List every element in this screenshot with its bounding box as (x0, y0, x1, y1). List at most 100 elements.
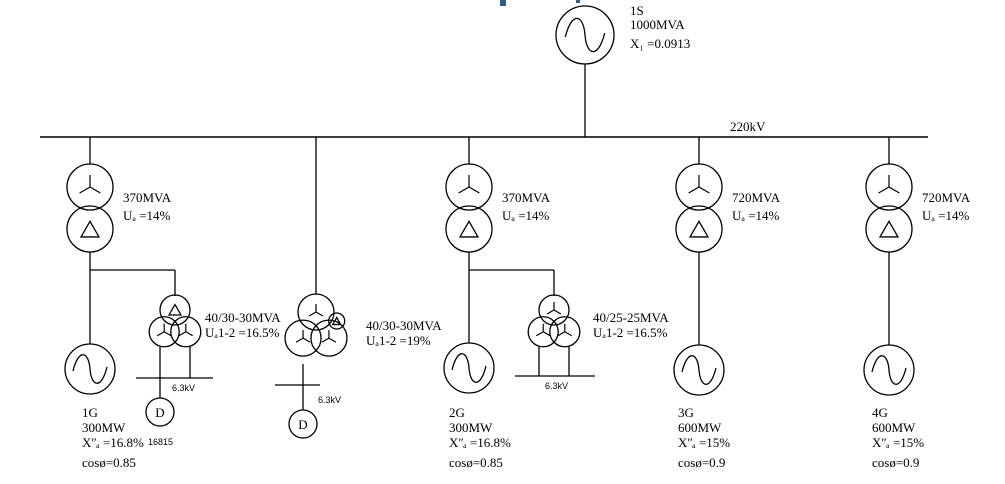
aux-transformer-impedance-label: Uₐ1-2 =16.5% (205, 325, 280, 340)
sine-wave (681, 355, 717, 385)
aux-transformer-rating-label: 40/30-30MVA (205, 310, 281, 325)
motor-icon (145, 397, 175, 427)
generator-icon (64, 343, 116, 395)
main-transformer-1-delta-icon (79, 219, 101, 238)
system-name-label: 1S (630, 3, 644, 18)
wye-arm (468, 186, 480, 194)
main-transformer-4-delta-icon (878, 219, 900, 238)
transformer-impedance-label: Uₐ =14% (123, 208, 171, 223)
aux-transformer-2-tertiary-delta-icon (331, 316, 342, 326)
generator-power-factor-label: cosø=0.85 (82, 455, 136, 470)
generator-power-label: 600MW (678, 420, 722, 435)
main-transformer-3-hv-winding (675, 163, 723, 211)
wye-arm (458, 186, 470, 194)
transformer-rating-label: 370MVA (502, 190, 551, 205)
motor-symbol-label: D (155, 405, 164, 420)
aux-transformer-2-tertiary-winding (328, 312, 346, 330)
aux-transformer-impedance-label: Uₐ1-2 =19% (366, 333, 431, 348)
sine-wave (72, 354, 108, 384)
aux-transformer-2-wye-icon-right (321, 330, 337, 343)
generator-name-label: 1G (82, 405, 98, 420)
wye-arm (178, 331, 187, 337)
top-accent-mark (576, 0, 580, 3)
transformer-impedance-label: Uₐ =14% (732, 208, 780, 223)
main-transformer-2-wye-icon (458, 175, 480, 194)
generator-reactance-label: Xʺₐ =16.8% (82, 435, 144, 450)
wye-arm (328, 337, 337, 343)
main-transformer-1-wye-icon (79, 175, 101, 194)
motor-note-label: 16815 (148, 437, 173, 447)
aux-transformer-3-primary-winding (538, 294, 570, 326)
system-reactance-label: X₁ =0.0913 (630, 36, 690, 51)
aux-transformer-rating-label: 40/30-30MVA (366, 318, 442, 333)
aux-lv-voltage-label: 6.3kV (318, 395, 341, 405)
aux-transformer-impedance-label: Uₐ1-2 =16.5% (593, 325, 668, 340)
main-transformer-2-lv-winding (445, 205, 493, 253)
wye-arm (156, 331, 165, 337)
aux-transformer-2-secondary-winding-left (284, 319, 322, 357)
aux-transformer-3-wye-icon-right (557, 323, 573, 337)
transformer-impedance-label: Uₐ =14% (922, 208, 970, 223)
sine-wave (564, 17, 606, 53)
generator-reactance-label: Xʺₐ =15% (872, 435, 924, 450)
wye-arm (553, 309, 562, 315)
aux-transformer-3-secondary-winding-right (549, 316, 581, 348)
wye-arm (557, 331, 566, 337)
wye-arm (185, 331, 194, 337)
aux-transformer-1-delta-icon (167, 303, 183, 316)
aux-transformer-3-secondary-winding-left (527, 316, 559, 348)
transformer-rating-label: 720MVA (922, 190, 971, 205)
aux-lv-voltage-label: 6.3kV (172, 383, 195, 393)
wye-arm (163, 331, 172, 337)
main-transformer-1-lv-winding (66, 205, 114, 253)
wye-arm (688, 186, 700, 194)
aux-transformer-1-primary-winding (159, 294, 191, 326)
generator-reactance-label: Xʺₐ =15% (678, 435, 730, 450)
generator-power-label: 300MW (82, 420, 126, 435)
wye-arm (888, 186, 900, 194)
main-transformer-4-hv-winding (865, 163, 913, 211)
wye-arm (564, 331, 573, 337)
motor-icon (288, 409, 318, 439)
generator-icon (673, 344, 725, 396)
generator-power-factor-label: cosø=0.85 (449, 455, 503, 470)
main-transformer-3-lv-winding (675, 205, 723, 253)
transformer-rating-label: 370MVA (123, 190, 172, 205)
aux-transformer-2-primary-winding (297, 293, 335, 331)
wye-arm (308, 311, 317, 317)
generator-icon (443, 342, 495, 394)
generator-icon (863, 344, 915, 396)
motor-symbol-label: D (298, 417, 307, 432)
transformer-rating-label: 720MVA (732, 190, 781, 205)
aux-transformer-2-wye-icon-left (295, 330, 311, 343)
transformer-impedance-label: Uₐ =14% (502, 208, 550, 223)
generator-power-factor-label: cosø=0.9 (872, 455, 919, 470)
generator-power-factor-label: cosø=0.9 (678, 455, 725, 470)
main-transformer-2-hv-winding (445, 163, 493, 211)
bus-voltage-label: 220kV (730, 119, 766, 134)
main-transformer-1-hv-winding (66, 163, 114, 211)
wye-arm (878, 186, 890, 194)
aux-transformer-rating-label: 40/25-25MVA (593, 310, 669, 325)
wye-arm (302, 337, 311, 343)
sine-wave (871, 355, 907, 385)
wye-arm (321, 337, 330, 343)
top-accent-mark (500, 0, 506, 6)
wye-arm (295, 337, 304, 343)
generator-power-label: 300MW (449, 420, 493, 435)
aux-transformer-1-secondary-winding-left (148, 316, 180, 348)
main-transformer-3-wye-icon (688, 175, 710, 194)
main-transformer-2-delta-icon (458, 219, 480, 238)
system-capacity-label: 1000MVA (630, 17, 685, 32)
wye-arm (546, 309, 555, 315)
main-transformer-3-delta-icon (688, 219, 710, 238)
aux-transformer-1-secondary-winding-right (170, 316, 202, 348)
generator-name-label: 3G (678, 405, 694, 420)
wye-arm (89, 186, 101, 194)
sine-wave (451, 353, 487, 383)
aux-transformer-3-wye-icon (546, 302, 562, 315)
generator-name-label: 4G (872, 405, 888, 420)
wye-arm (542, 331, 551, 337)
aux-transformer-2-wye-icon (308, 304, 324, 317)
